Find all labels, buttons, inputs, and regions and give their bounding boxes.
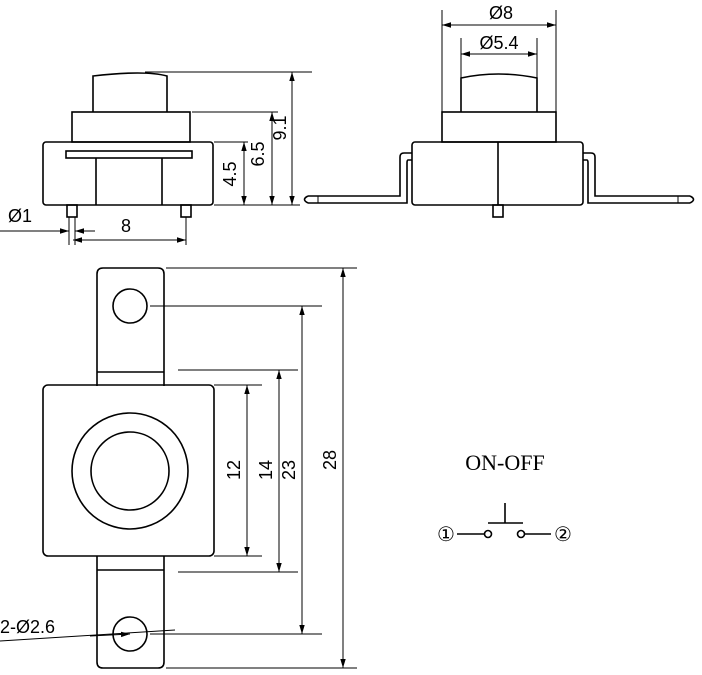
front-view: 4.5 6.5 9.1 Ø1 8 — [0, 71, 312, 245]
top-hole-upper — [112, 288, 148, 324]
contact-2 — [516, 529, 526, 539]
schematic-title: ON-OFF — [465, 450, 544, 475]
dim-pin-diameter: Ø1 — [8, 206, 32, 226]
side-lead-left — [308, 152, 412, 197]
dim-height-total: 9.1 — [270, 115, 290, 140]
top-body-square — [42, 384, 215, 557]
front-plate — [65, 150, 193, 159]
dim-hole-diameter: 2-Ø2.6 — [0, 617, 55, 637]
terminal-1-label: ① — [437, 524, 455, 546]
top-tab-lower — [96, 556, 165, 669]
dim-pin-spacing: 8 — [121, 216, 131, 236]
top-tab-upper — [96, 267, 165, 386]
side-lead-right — [583, 152, 690, 197]
front-collar — [71, 111, 191, 143]
switch-schematic: ON-OFF ① ② — [437, 450, 572, 546]
front-pin-left — [66, 204, 78, 218]
contact-1 — [483, 529, 493, 539]
dim-total-length: 28 — [320, 450, 340, 470]
front-pin-right — [180, 204, 192, 218]
top-view: 12 14 23 28 2-Ø2.6 — [0, 267, 357, 669]
terminal-2-label: ② — [554, 524, 572, 546]
dim-inner-square: 12 — [224, 460, 244, 480]
dim-hole-spacing: 23 — [279, 460, 299, 480]
dim-inner-diameter: Ø5.4 — [479, 33, 518, 53]
dim-body-square: 14 — [256, 460, 276, 480]
top-outer-ring — [71, 412, 189, 530]
dim-height-base: 4.5 — [220, 161, 240, 186]
side-view: Ø8 Ø5.4 — [303, 3, 695, 218]
top-button — [90, 431, 170, 511]
side-button-cap — [460, 73, 538, 112]
side-pin — [492, 204, 504, 218]
dim-height-body: 6.5 — [248, 141, 268, 166]
front-button-cap — [92, 72, 168, 112]
side-collar — [441, 111, 557, 143]
dim-outer-diameter: Ø8 — [489, 3, 513, 23]
front-body — [42, 141, 214, 206]
